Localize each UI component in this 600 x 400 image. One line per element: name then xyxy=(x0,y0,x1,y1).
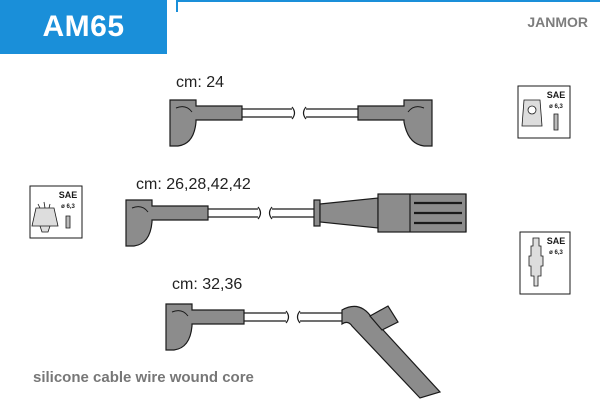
sae-right-top-diameter: ø 6,3 xyxy=(549,104,563,110)
cable-2-length-label: cm: 26,28,42,42 xyxy=(136,176,251,193)
sae-right-bottom-diameter: ø 6,3 xyxy=(549,250,563,256)
cable-1-assembly xyxy=(169,99,433,147)
brand-name: JANMOR xyxy=(527,14,588,30)
cable-3-length-label: cm: 32,36 xyxy=(172,276,243,293)
header-rule xyxy=(176,0,600,2)
sae-right-top-label: SAE xyxy=(547,90,566,100)
cable-1-right-boot xyxy=(357,99,433,147)
spark-plug-icon xyxy=(528,237,544,287)
cable-2-assembly xyxy=(125,193,467,247)
header-rule-tick xyxy=(176,0,178,12)
product-code: AM65 xyxy=(0,0,167,54)
cable-2-coil-connector xyxy=(319,197,379,229)
cable-3-assembly xyxy=(165,303,442,399)
cable-3-left-boot xyxy=(165,303,245,351)
cable-1-length-label: cm: 24 xyxy=(176,74,225,91)
sae-badge-left: SAE ø 6,3 xyxy=(29,185,83,239)
cable-2-left-boot xyxy=(125,199,209,247)
sae-badge-right-bottom: SAE ø 6,3 xyxy=(519,231,571,295)
cable-description: silicone cable wire wound core xyxy=(33,369,254,386)
sae-right-bottom-label: SAE xyxy=(547,236,566,246)
cable-3-right-boot xyxy=(341,305,442,399)
sae-badge-right-top: SAE ø 6,3 xyxy=(517,85,571,139)
cable-1-left-boot xyxy=(169,99,243,147)
distributor-cap-icon xyxy=(31,201,59,233)
sae-left-diameter: ø 6,3 xyxy=(61,204,75,210)
sae-left-label: SAE xyxy=(59,190,78,200)
